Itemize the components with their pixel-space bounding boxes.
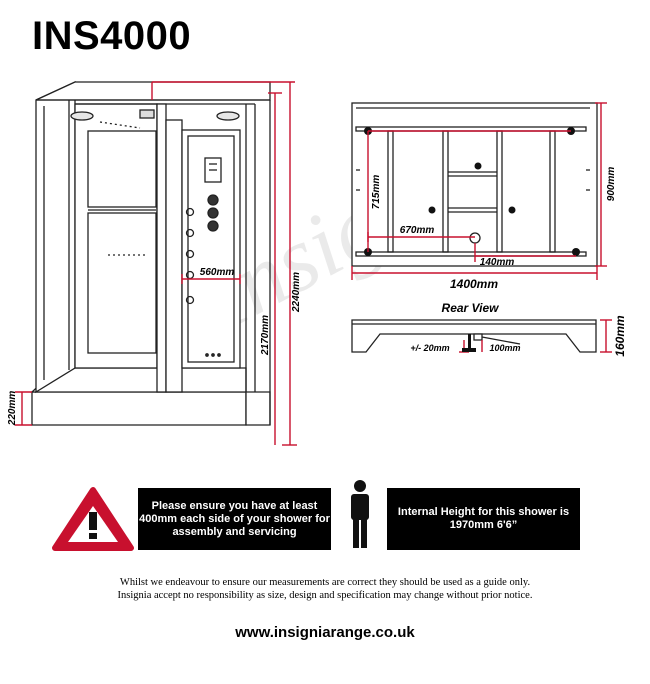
plan-dimensions xyxy=(351,102,607,280)
rear-view xyxy=(351,319,597,353)
dim-inner-width: 670mm xyxy=(400,225,435,236)
plan-feet xyxy=(364,127,580,256)
website-link[interactable]: www.insigniarange.co.uk xyxy=(235,624,415,641)
warning-triangle-icon xyxy=(52,487,134,551)
rear-dimensions xyxy=(459,319,612,353)
dim-panel-width: 560mm xyxy=(200,267,235,278)
disclaimer: Whilst we endeavour to ensure our measur… xyxy=(0,576,650,602)
front-dimensions xyxy=(15,81,297,446)
internal-height-notice: Internal Height for this shower is 1970m… xyxy=(387,488,580,550)
dim-drain-offset: 140mm xyxy=(480,257,515,268)
person-icon xyxy=(351,480,369,548)
dim-width: 1400mm xyxy=(450,277,498,291)
dim-tray-height: 220mm xyxy=(7,391,18,427)
disclaimer-line-1: Whilst we endeavour to ensure our measur… xyxy=(119,577,531,588)
plan-view xyxy=(351,102,598,267)
front-view xyxy=(30,80,271,426)
dim-height-cabin: 2170mm xyxy=(260,315,271,356)
dim-inner-depth: 715mm xyxy=(371,175,382,210)
dim-foot-size: 100mm xyxy=(489,343,520,353)
dim-depth: 900mm xyxy=(606,167,617,202)
dim-height-overall: 2240mm xyxy=(291,272,302,313)
clearance-notice: Please ensure you have at least 400mm ea… xyxy=(138,488,331,550)
dim-foot-adjust: +/- 20mm xyxy=(410,343,449,353)
rear-foot xyxy=(462,334,476,352)
page-title: INS4000 xyxy=(32,14,192,58)
disclaimer-line-2: Insignia accept no responsibility as siz… xyxy=(117,590,533,601)
rear-view-label: Rear View xyxy=(442,301,500,315)
dim-tray-thickness: 160mm xyxy=(613,315,627,357)
